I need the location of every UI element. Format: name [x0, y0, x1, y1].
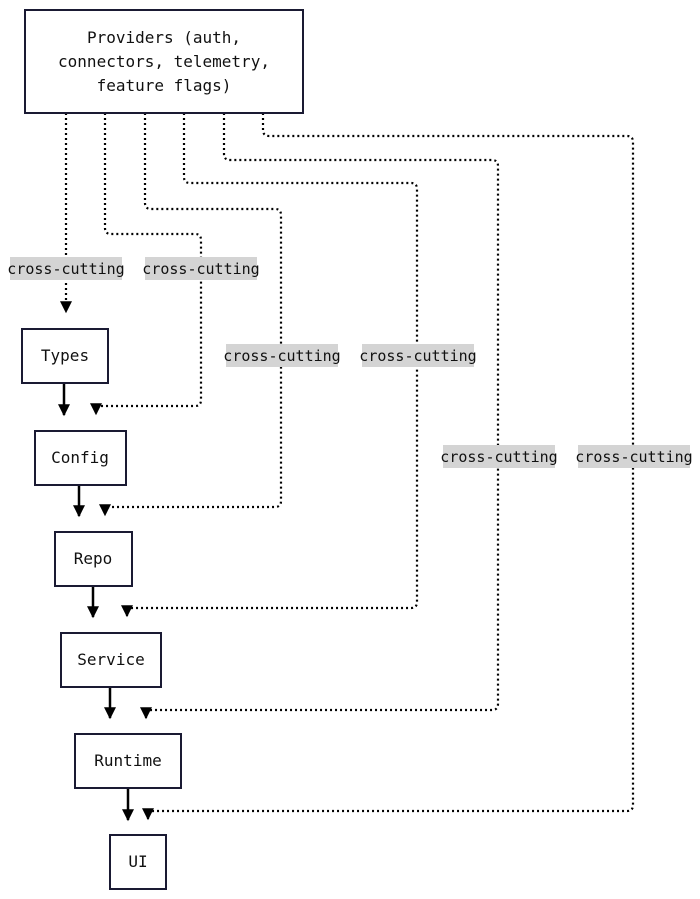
- edge-label-types: cross-cutting: [7, 257, 125, 280]
- edge-label-config: cross-cutting: [142, 257, 260, 280]
- edge-providers-service: [121, 113, 419, 618]
- node-config-label: Config: [51, 448, 109, 467]
- node-ui: UI: [109, 834, 167, 890]
- node-providers: Providers (auth, connectors, telemetry, …: [24, 9, 304, 114]
- edge-label-ui: cross-cutting: [575, 445, 693, 468]
- edge-providers-config: [90, 113, 203, 416]
- node-service-label: Service: [77, 650, 144, 669]
- edge-label-text: cross-cutting: [575, 448, 692, 466]
- node-repo: Repo: [54, 531, 133, 587]
- edge-providers-ui: [142, 113, 635, 821]
- edge-providers-runtime: [140, 113, 500, 720]
- edge-label-text: cross-cutting: [359, 347, 476, 365]
- edge-label-repo: cross-cutting: [223, 344, 341, 367]
- node-runtime-label: Runtime: [94, 751, 161, 770]
- edge-label-service: cross-cutting: [359, 344, 477, 367]
- edge-label-text: cross-cutting: [142, 260, 259, 278]
- edge-label-runtime: cross-cutting: [440, 445, 558, 468]
- node-repo-label: Repo: [74, 549, 113, 568]
- node-config: Config: [34, 430, 127, 486]
- node-types-label: Types: [41, 346, 89, 365]
- edge-label-text: cross-cutting: [7, 260, 124, 278]
- node-providers-line-1: Providers (auth,: [87, 28, 241, 47]
- node-service: Service: [60, 632, 162, 688]
- node-providers-line-2: connectors, telemetry,: [58, 52, 270, 71]
- node-runtime: Runtime: [74, 733, 182, 789]
- edge-label-text: cross-cutting: [440, 448, 557, 466]
- node-ui-label: UI: [128, 852, 147, 871]
- node-providers-line-3: feature flags): [97, 76, 232, 95]
- edge-providers-repo: [99, 113, 283, 517]
- edge-label-text: cross-cutting: [223, 347, 340, 365]
- node-types: Types: [21, 328, 109, 384]
